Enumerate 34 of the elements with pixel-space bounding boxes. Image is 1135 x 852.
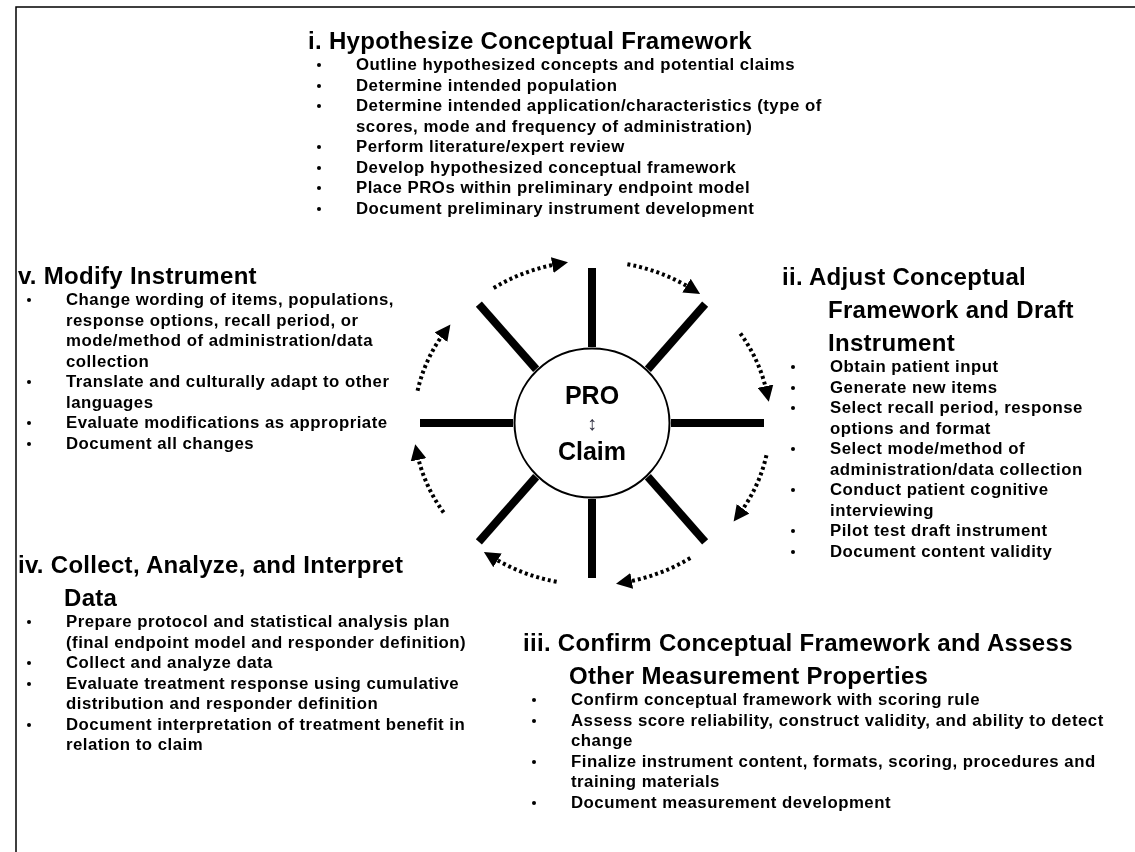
section-heading: v. Modify Instrument xyxy=(18,261,258,291)
bullet-item: Document measurement development xyxy=(571,792,891,812)
bullet-item: Change wording of items, populations, response options, recall period, or mode/method of administration/data collection xyxy=(66,290,395,371)
bullet-item: Evaluate modifications as appropriate xyxy=(66,413,388,432)
bullet-item: Outline hypothesized concepts and potential claims xyxy=(356,55,795,74)
bullet-item: Finalize instrument content, formats, scoring, procedures and training materials xyxy=(571,751,1096,791)
bullet-item: Assess score reliability, construct validity, and ability to detect change xyxy=(571,710,1104,750)
bullet-item: Translate and culturally adapt to other languages xyxy=(66,372,390,412)
bullet-item: Pilot test draft instrument xyxy=(830,521,1048,540)
section-heading: iv. Collect, Analyze, and Interpret Data xyxy=(18,550,405,613)
bullet-item: Collect and analyze data xyxy=(66,653,273,672)
bullet-item: Prepare protocol and statistical analysis plan (final endpoint model and responder definition) xyxy=(66,612,467,652)
bullet-item: Generate new items xyxy=(830,377,998,397)
arrow-glyph: ↕ xyxy=(587,411,597,436)
center-text: Claim xyxy=(557,436,627,466)
bullet-item: Perform literature/expert review xyxy=(356,137,625,156)
bullet-item: Document all changes xyxy=(66,433,255,453)
bullet-item: Evaluate treatment response using cumulative distribution and responder definition xyxy=(66,673,460,713)
bullet-item: Determine intended application/characteristics (type of scores, mode and frequency of administration) xyxy=(356,96,822,136)
bullet-item: Place PROs within preliminary endpoint model xyxy=(356,178,751,197)
bullet-item: Confirm conceptual framework with scoring rule xyxy=(571,690,981,709)
bullet-item: Document content validity xyxy=(830,541,1053,561)
bullet-item: Conduct patient cognitive interviewing xyxy=(830,480,1049,520)
bullet-item: Document interpretation of treatment benefit in relation to claim xyxy=(66,714,466,754)
bullet-item: Obtain patient input xyxy=(830,357,999,376)
bullet-item: Document preliminary instrument development xyxy=(356,198,755,218)
bullet-item: Select mode/method of administration/data collection xyxy=(830,439,1083,479)
center-text: PRO xyxy=(564,380,620,410)
bullet-item: Develop hypothesized conceptual framework xyxy=(356,157,737,177)
section-heading: i. Hypothesize Conceptual Framework xyxy=(308,26,753,56)
bullet-item: Determine intended population xyxy=(356,75,618,95)
section-heading: ii. Adjust Conceptual Framework and Draft Instrument xyxy=(782,262,1075,358)
bullet-item: Select recall period, response options and format xyxy=(830,398,1083,438)
section-heading: iii. Confirm Conceptual Framework and Assess Other Measurement Properties xyxy=(523,628,1074,691)
